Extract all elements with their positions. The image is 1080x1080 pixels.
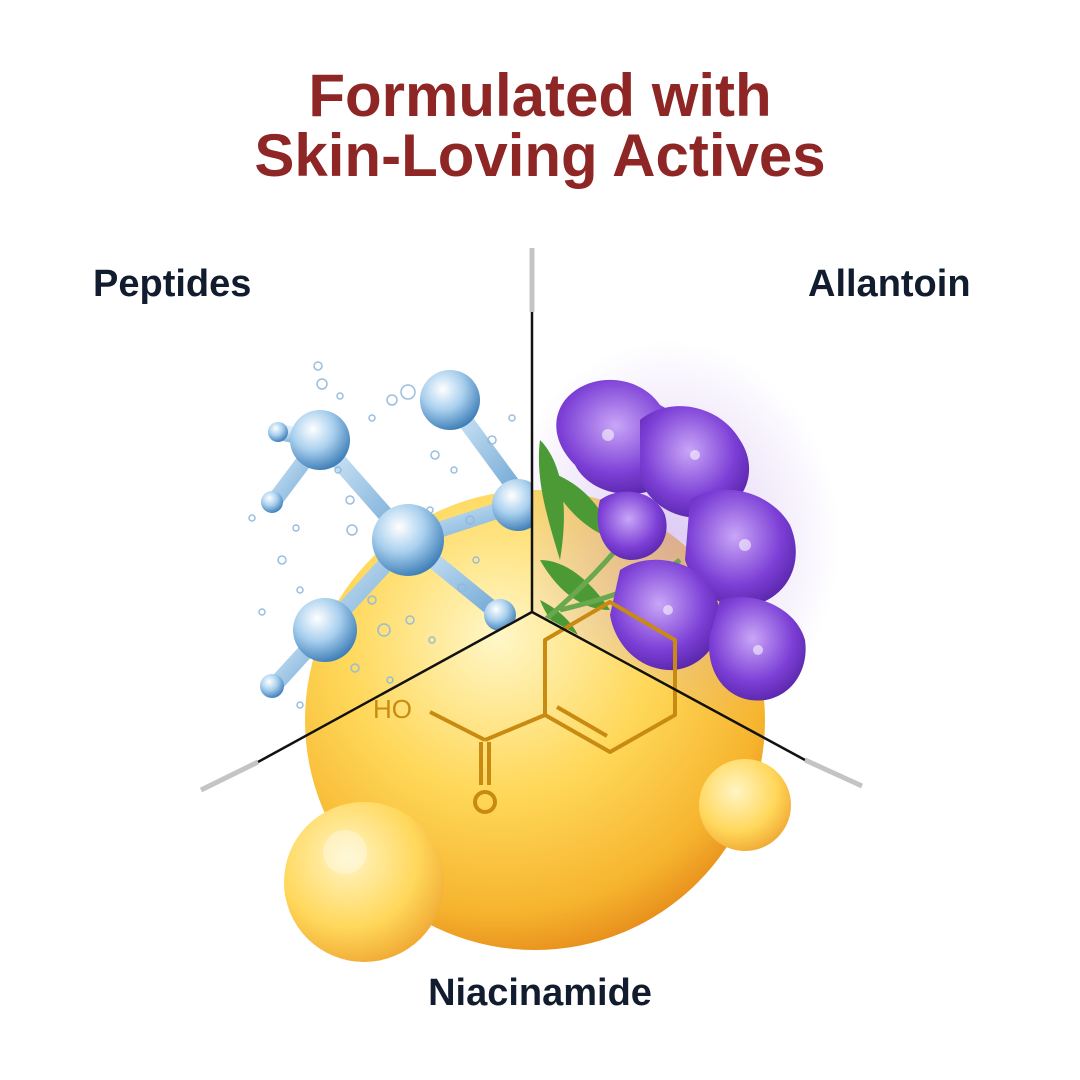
formula-ho-text: HO [373,694,412,724]
title-line-1: Formulated with [308,62,772,129]
peptides-label: Peptides [93,263,252,305]
segment-dividers [199,248,864,793]
peptides-illustration [248,361,532,709]
page-title: Formulated with Skin-Loving Actives [0,66,1080,186]
title-line-2: Skin-Loving Actives [254,122,826,189]
niacinamide-label: Niacinamide [428,972,652,1014]
allantoin-label: Allantoin [808,263,971,305]
niacinamide-structure-icon [429,600,677,814]
